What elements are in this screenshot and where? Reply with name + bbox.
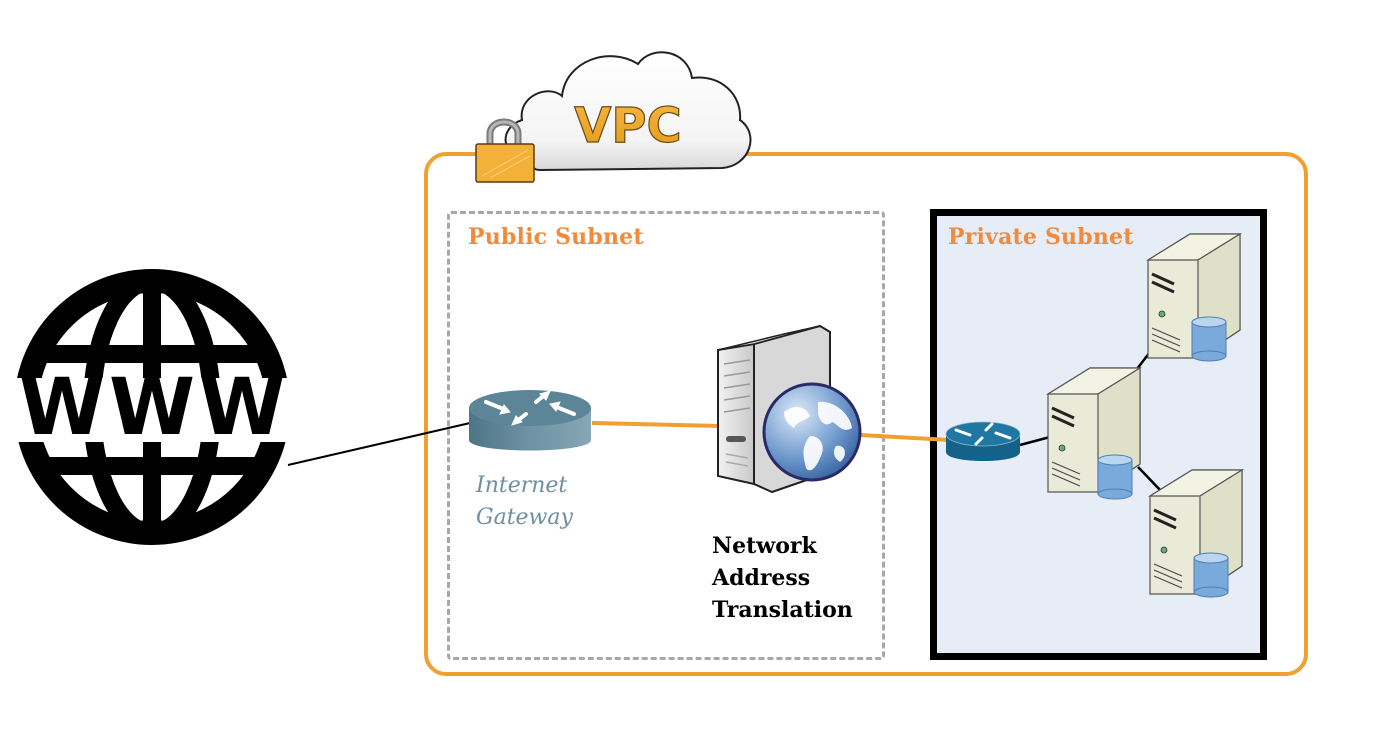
globe-icon xyxy=(762,382,862,482)
private-router-icon xyxy=(945,421,1021,461)
connection-gateway-nat xyxy=(591,421,721,428)
internet-gateway-router-icon xyxy=(469,390,591,451)
database-icon xyxy=(1193,552,1229,598)
nat-label-line-2: Address xyxy=(712,565,811,591)
vpc-cloud-icon: VPC xyxy=(475,51,752,183)
private-subnet-title: Private Subnet xyxy=(948,224,1134,250)
db-server-center-icon xyxy=(1045,366,1143,500)
vpc-label: VPC xyxy=(574,98,682,154)
lock-icon xyxy=(475,118,535,183)
internet-gateway-label-line-2: Gateway xyxy=(476,505,573,530)
database-icon xyxy=(1191,316,1227,362)
connection-server-center-bottom xyxy=(1137,466,1163,493)
www-letter-1: W xyxy=(19,363,105,453)
db-server-top-right-icon xyxy=(1145,232,1243,362)
nat-label: Network Address Translation xyxy=(712,530,853,626)
connection-internet-gateway xyxy=(287,422,471,466)
nat-server-icon xyxy=(717,324,862,494)
public-subnet-title: Public Subnet xyxy=(468,224,644,250)
www-letter-3: W xyxy=(199,363,285,453)
internet-globe-icon: W W W xyxy=(17,269,287,545)
vpc-boundary xyxy=(424,152,1308,676)
connection-nat-private-router xyxy=(859,433,951,442)
internet-gateway-label: Internet Gateway xyxy=(476,470,573,534)
www-letter-2: W xyxy=(109,363,195,453)
nat-label-line-3: Translation xyxy=(712,597,853,623)
database-icon xyxy=(1097,454,1133,500)
db-server-bottom-right-icon xyxy=(1147,468,1245,598)
connection-router-server-center xyxy=(1019,435,1051,447)
nat-label-line-1: Network xyxy=(712,533,817,559)
internet-gateway-label-line-1: Internet xyxy=(476,473,568,498)
